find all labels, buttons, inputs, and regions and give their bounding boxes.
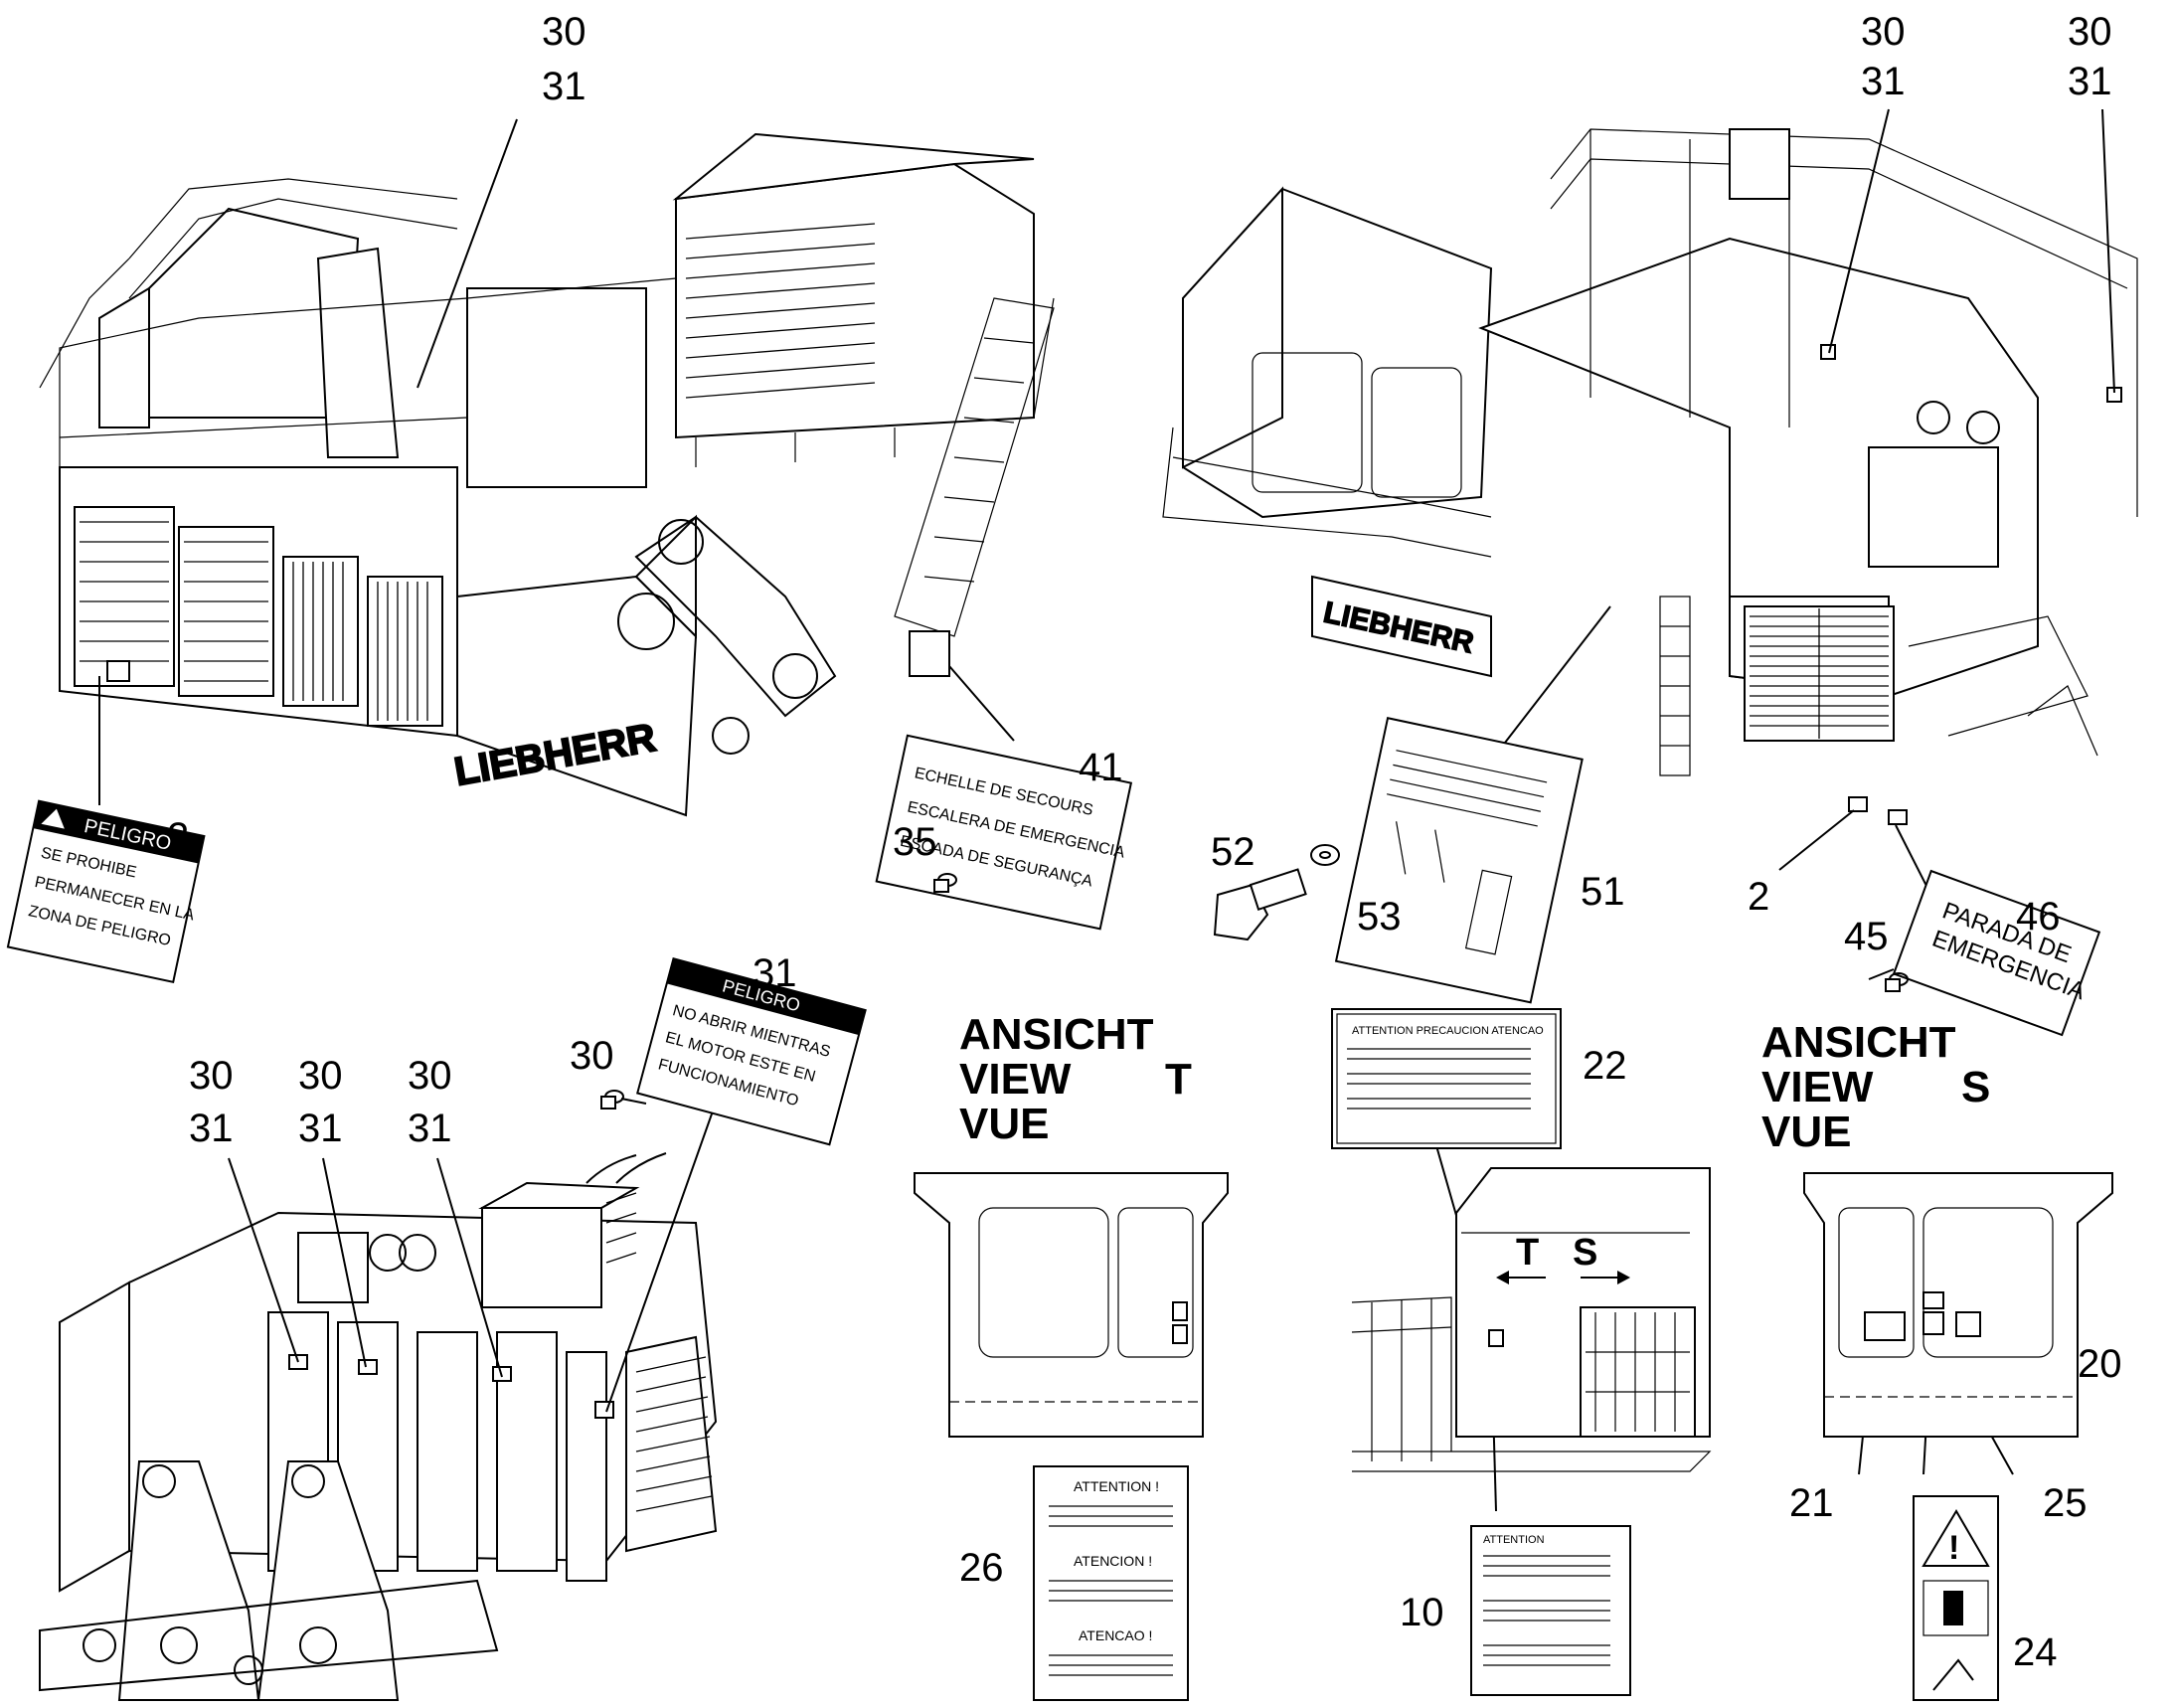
attention-26-h2: ATENCION ! bbox=[1074, 1553, 1152, 1569]
callout-22: 22 bbox=[1583, 1044, 1627, 1088]
warning-pictogram-24: ! bbox=[1913, 1495, 1999, 1701]
callout-30-a: 30 bbox=[542, 10, 586, 54]
view-s: ANSICHT VIEW S VUE bbox=[1761, 1018, 2113, 1438]
danger-zone-sign: PELIGRO SE PROHIBE PERMANECER EN LA ZONA… bbox=[6, 799, 206, 983]
callout-24: 24 bbox=[2013, 1630, 2058, 1674]
callout-30-c: 30 bbox=[2068, 10, 2112, 54]
attention-sign-22: ATTENTION PRECAUCION ATENCAO bbox=[1331, 1008, 1562, 1149]
view-t-letter: T bbox=[1165, 1055, 1192, 1104]
screw-30 bbox=[600, 1090, 624, 1110]
washer-53 bbox=[1310, 844, 1340, 866]
callout-52: 52 bbox=[1211, 830, 1255, 874]
callout-30-f: 30 bbox=[298, 1054, 343, 1098]
instruction-plate-51 bbox=[1334, 717, 1584, 1004]
callout-25: 25 bbox=[2043, 1481, 2088, 1525]
callout-26: 26 bbox=[959, 1546, 1004, 1590]
direction-s: S bbox=[1573, 1232, 1597, 1274]
callout-2-a: 2 bbox=[167, 815, 189, 859]
callout-41: 41 bbox=[1079, 746, 1123, 789]
callout-2-b: 2 bbox=[1748, 875, 1769, 919]
attention-sign-26: ATTENTION ! ATENCION ! ATENCAO ! bbox=[1033, 1465, 1189, 1701]
view-t: ANSICHT VIEW T VUE bbox=[914, 1010, 1229, 1438]
callout-30-e: 30 bbox=[189, 1054, 234, 1098]
machine-front-right-view: LIEBHERR bbox=[1162, 128, 2138, 825]
callout-31-c: 31 bbox=[2068, 60, 2112, 103]
view-s-line2: VIEW bbox=[1761, 1063, 1874, 1111]
view-s-letter: S bbox=[1961, 1063, 1990, 1111]
callout-51: 51 bbox=[1581, 870, 1625, 914]
callout-35: 35 bbox=[893, 820, 937, 864]
attention-sign-10: ATTENTION bbox=[1470, 1525, 1631, 1696]
callout-21: 21 bbox=[1789, 1481, 1834, 1525]
engine-danger-sign: PELIGRO NO ABRIR MIENTRAS EL MOTOR ESTE … bbox=[636, 957, 867, 1146]
view-s-line3: VUE bbox=[1761, 1108, 1851, 1156]
callout-31-d: 31 bbox=[752, 951, 797, 995]
callout-30-g: 30 bbox=[408, 1054, 452, 1098]
machine-rear-view bbox=[39, 1152, 718, 1701]
view-s-line1: ANSICHT bbox=[1761, 1018, 1956, 1067]
callout-53: 53 bbox=[1357, 895, 1402, 939]
callout-31-a: 31 bbox=[542, 65, 586, 108]
attention-10-header: ATTENTION bbox=[1483, 1534, 1545, 1546]
cab-detail: T S bbox=[1351, 1167, 1712, 1472]
callout-31-b: 31 bbox=[1861, 60, 1906, 103]
attention-26-h3: ATENCAO ! bbox=[1079, 1627, 1152, 1643]
callout-20: 20 bbox=[2078, 1342, 2122, 1386]
callout-30-d: 30 bbox=[570, 1034, 614, 1078]
callout-31-g: 31 bbox=[408, 1107, 452, 1150]
callout-10: 10 bbox=[1400, 1591, 1444, 1634]
screw-45 bbox=[1885, 972, 1909, 992]
callout-31-f: 31 bbox=[298, 1107, 343, 1150]
view-t-line1: ANSICHT bbox=[959, 1010, 1154, 1059]
attention-26-h1: ATTENTION ! bbox=[1074, 1478, 1159, 1494]
callout-31-e: 31 bbox=[189, 1107, 234, 1150]
svg-text:!: ! bbox=[1948, 1529, 1959, 1567]
callout-30-b: 30 bbox=[1861, 10, 1906, 54]
attention-22-header: ATTENTION PRECAUCION ATENCAO bbox=[1352, 1025, 1544, 1037]
bolt-52 bbox=[1213, 868, 1307, 941]
direction-t: T bbox=[1516, 1232, 1539, 1274]
screw-35 bbox=[933, 873, 957, 893]
view-t-line2: VIEW bbox=[959, 1055, 1072, 1104]
view-t-line3: VUE bbox=[959, 1100, 1049, 1148]
callout-46: 46 bbox=[2016, 895, 2061, 939]
callout-numbers: 30 31 30 31 30 31 2 41 35 52 53 51 2 46 … bbox=[167, 10, 2122, 1674]
callout-45: 45 bbox=[1844, 915, 1889, 958]
emergency-stop-sign: PARADA DE EMERGENCIA bbox=[1892, 869, 2101, 1037]
machine-rear-left-view: LIEBHERR bbox=[39, 132, 1055, 817]
